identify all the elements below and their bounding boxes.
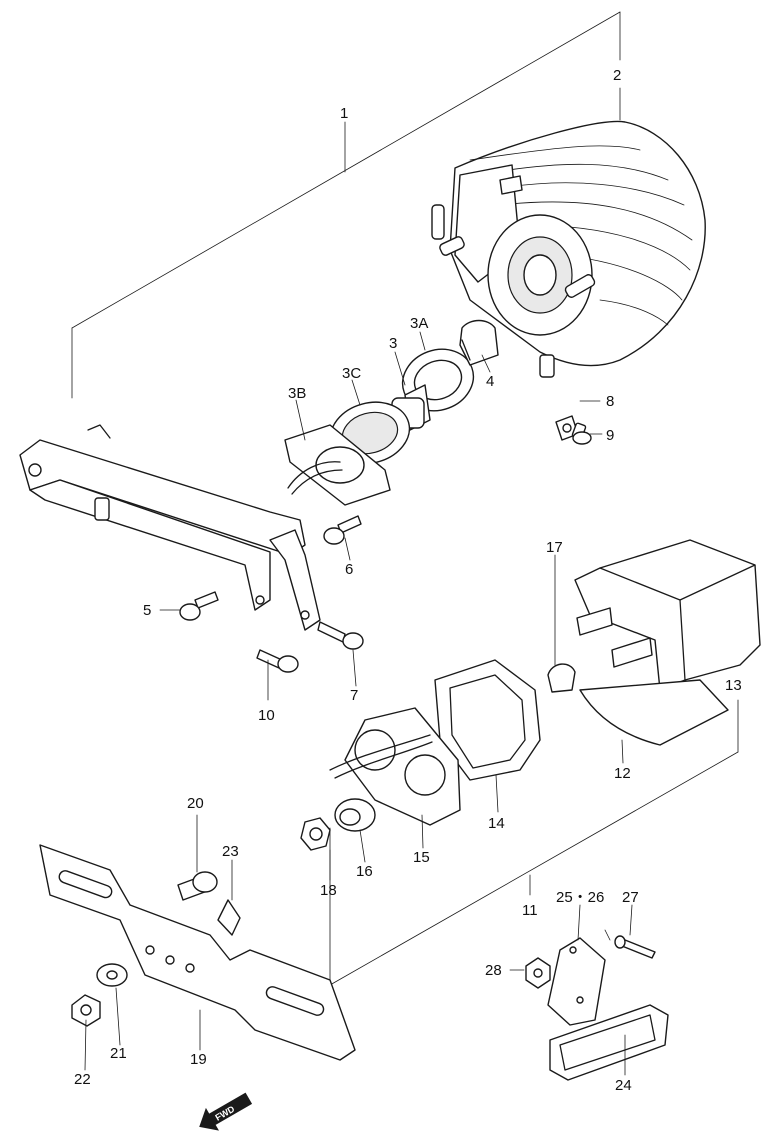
screw-9 bbox=[571, 422, 592, 445]
bolt-20 bbox=[177, 871, 218, 901]
callout-24: 24 bbox=[615, 1077, 632, 1094]
callout-3a: 3A bbox=[410, 315, 428, 332]
nut-28 bbox=[525, 957, 551, 989]
screw-27 bbox=[614, 935, 656, 959]
washer-21 bbox=[96, 963, 128, 987]
tail-lamp-housing bbox=[431, 120, 706, 378]
callout-1: 1 bbox=[340, 105, 348, 122]
leader-lines bbox=[84, 331, 633, 1076]
socket-holder-15 bbox=[329, 707, 461, 826]
bulb-socket-parts bbox=[284, 319, 499, 506]
callout-3: 3 bbox=[389, 335, 397, 352]
callout-28: 28 bbox=[485, 962, 502, 979]
callout-27: 27 bbox=[622, 889, 639, 906]
license-lamp-cover-13 bbox=[574, 539, 761, 691]
callout-7: 7 bbox=[350, 687, 358, 704]
callout-6: 6 bbox=[345, 561, 353, 578]
callout-3c: 3C bbox=[342, 365, 361, 382]
callout-17: 17 bbox=[546, 539, 563, 556]
callout-4: 4 bbox=[486, 373, 494, 390]
callout-numbers: 1 2 3 3A 3B 3C 4 5 6 7 8 9 10 11 12 13 1… bbox=[74, 67, 742, 1094]
callout-22: 22 bbox=[74, 1071, 91, 1088]
callout-25-26: 25・26 bbox=[556, 889, 604, 906]
screw-7 bbox=[317, 621, 364, 650]
callout-18: 18 bbox=[320, 882, 337, 899]
callout-16: 16 bbox=[356, 863, 373, 880]
callout-13: 13 bbox=[725, 677, 742, 694]
reflector-nut-23 bbox=[217, 899, 241, 936]
callout-2: 2 bbox=[613, 67, 621, 84]
bulb-17 bbox=[547, 663, 576, 693]
reflector-bracket-25-26 bbox=[547, 937, 606, 1026]
callout-12: 12 bbox=[614, 765, 631, 782]
callout-15: 15 bbox=[413, 849, 430, 866]
callout-11: 11 bbox=[522, 902, 538, 919]
callout-19: 19 bbox=[190, 1051, 207, 1068]
callout-10: 10 bbox=[258, 707, 275, 724]
group-bracket-1 bbox=[71, 11, 621, 399]
callout-9: 9 bbox=[606, 427, 614, 444]
lens-plate-12 bbox=[579, 679, 729, 746]
callout-21: 21 bbox=[110, 1045, 127, 1062]
plate-bracket-19 bbox=[39, 844, 356, 1061]
callout-8: 8 bbox=[606, 393, 614, 410]
callout-23: 23 bbox=[222, 843, 239, 860]
callout-3b: 3B bbox=[288, 385, 306, 402]
nut-18 bbox=[300, 817, 331, 851]
main-bracket bbox=[19, 424, 321, 631]
callout-20: 20 bbox=[187, 795, 204, 812]
fwd-arrow-icon: FWD bbox=[199, 1092, 253, 1131]
screw-10 bbox=[256, 649, 299, 673]
screw-5 bbox=[179, 591, 219, 621]
grommet-16 bbox=[334, 798, 376, 832]
nut-22 bbox=[71, 994, 101, 1027]
callout-14: 14 bbox=[488, 815, 505, 832]
callout-5: 5 bbox=[143, 602, 151, 619]
reflector-24 bbox=[549, 1004, 669, 1081]
screw-6 bbox=[323, 515, 362, 545]
